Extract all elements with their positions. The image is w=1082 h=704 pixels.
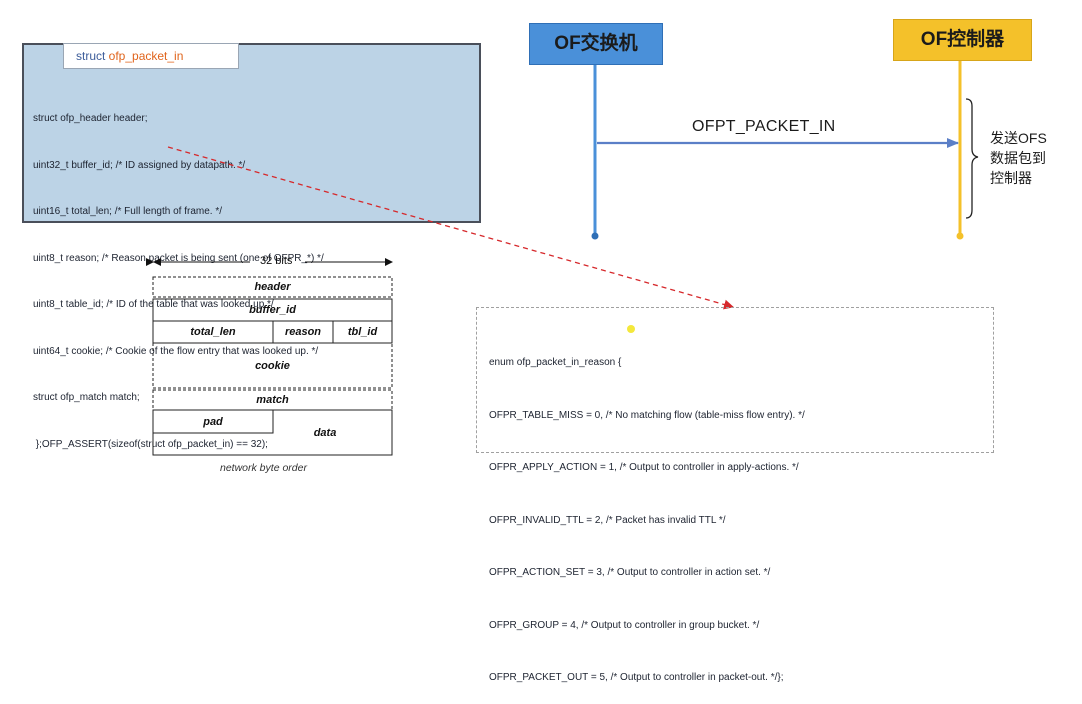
field-reason: reason — [284, 326, 322, 338]
side-note-line: 控制器 — [990, 170, 1032, 186]
enum-line: OFPR_PACKET_OUT = 5, /* Output to contro… — [489, 672, 784, 683]
field-pad: pad — [203, 416, 223, 428]
field-data: data — [313, 427, 337, 439]
side-note: 发送OFS 数据包到 控制器 — [990, 128, 1047, 188]
enum-line: OFPR_GROUP = 4, /* Output to controller … — [489, 619, 760, 631]
field-total-len: total_len — [190, 326, 236, 338]
bits-width-label: 32 bits — [260, 255, 293, 267]
side-note-line: 数据包到 — [990, 150, 1046, 166]
note-brace — [965, 98, 979, 219]
field-match: match — [256, 394, 289, 406]
cursor-highlight — [627, 325, 635, 333]
packet-in-message-label: OFPT_PACKET_IN — [692, 118, 836, 135]
struct-title-name: ofp_packet_in — [108, 49, 184, 63]
struct-line: struct ofp_match match; — [33, 392, 140, 403]
enum-line: OFPR_TABLE_MISS = 0, /* No matching flow… — [489, 409, 805, 421]
enum-line: OFPR_INVALID_TTL = 2, /* Packet has inva… — [489, 514, 726, 526]
field-header: header — [254, 281, 291, 293]
switch-node: OF交换机 — [529, 23, 663, 65]
enum-line: OFPR_ACTION_SET = 3, /* Output to contro… — [489, 567, 771, 578]
struct-definition-box — [22, 43, 481, 223]
side-note-line: 发送OFS — [990, 130, 1047, 146]
struct-line: uint16_t total_len; /* Full length of fr… — [33, 206, 222, 217]
switch-lifeline-end — [591, 232, 599, 240]
reason-link-arrow — [167, 146, 734, 310]
byte-order-caption: network byte order — [220, 462, 307, 474]
enum-code: enum ofp_packet_in_reason { OFPR_TABLE_M… — [489, 319, 805, 704]
controller-lifeline-end — [956, 232, 964, 240]
field-cookie: cookie — [255, 360, 290, 372]
enum-line: OFPR_APPLY_ACTION = 1, /* Output to cont… — [489, 462, 799, 473]
enum-definition-box — [476, 307, 994, 453]
struct-line: struct ofp_header header; — [33, 113, 148, 124]
struct-line: uint32_t buffer_id; /* ID assigned by da… — [33, 159, 246, 171]
struct-code: struct ofp_header header; uint32_t buffe… — [33, 80, 324, 468]
struct-line: uint64_t cookie; /* Cookie of the flow e… — [33, 345, 319, 357]
enum-line: enum ofp_packet_in_reason { — [489, 357, 622, 368]
packet-layout-grid — [152, 276, 393, 456]
bits-width-arrow — [146, 258, 393, 266]
controller-node: OF控制器 — [893, 19, 1032, 61]
struct-title: struct ofp_packet_in — [63, 43, 239, 69]
field-buffer-id: buffer_id — [249, 304, 296, 316]
field-tbl-id: tbl_id — [347, 326, 378, 338]
struct-title-prefix: struct — [76, 49, 109, 63]
struct-line: uint8_t reason; /* Reason packet is bein… — [33, 252, 324, 264]
diagram-graphics — [146, 58, 979, 456]
struct-line: };OFP_ASSERT(sizeof(struct ofp_packet_in… — [33, 438, 268, 450]
struct-line: uint8_t table_id; /* ID of the table tha… — [33, 299, 274, 310]
